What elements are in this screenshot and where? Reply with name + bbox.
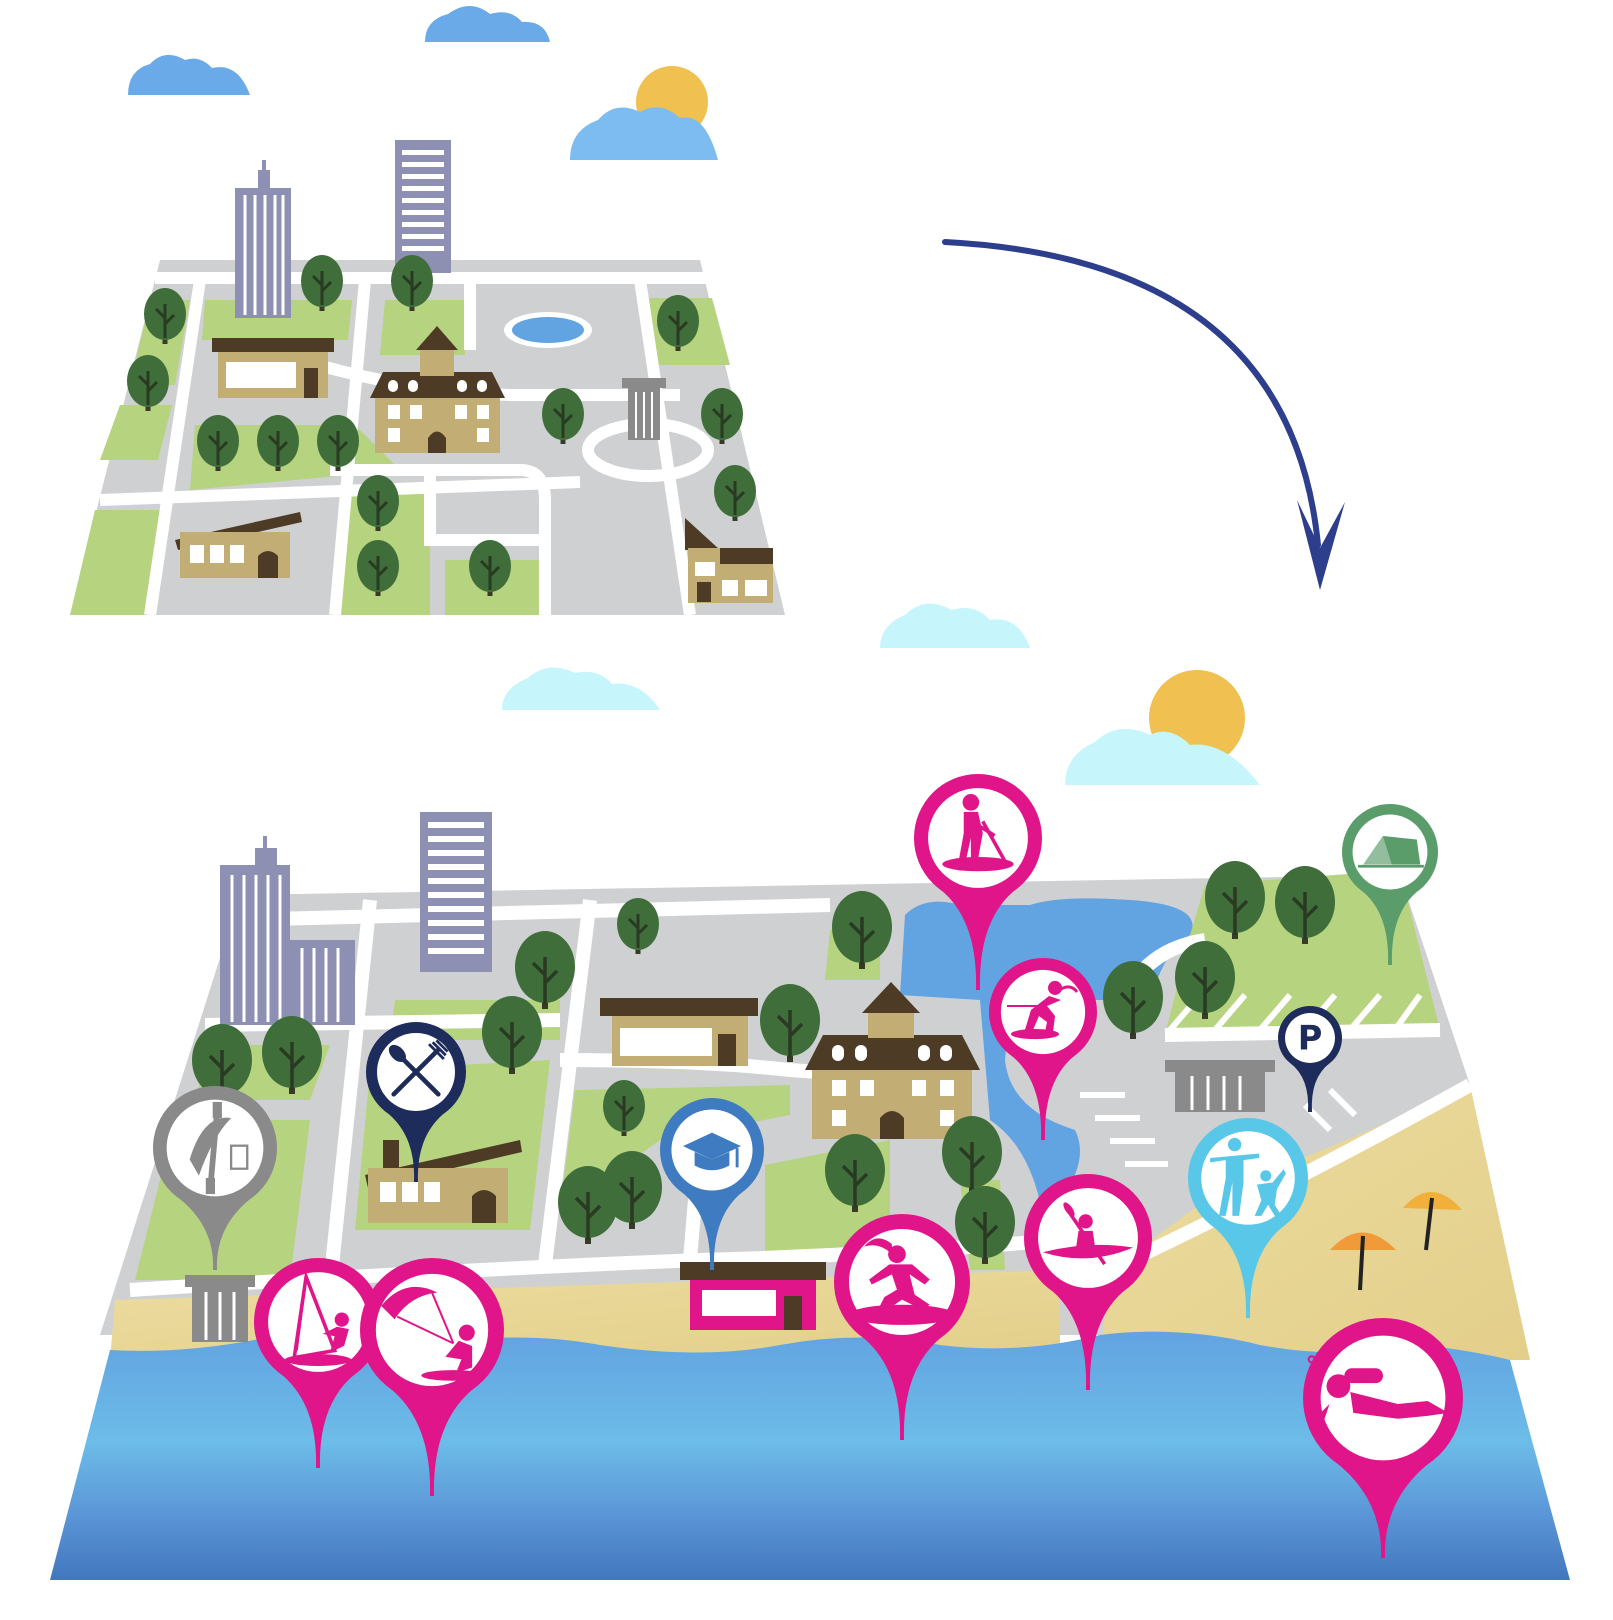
map-pin-diving[interactable]: [1303, 1318, 1463, 1558]
map-pin-kitesurf[interactable]: [360, 1258, 504, 1496]
wakeboard-icon: [1006, 980, 1079, 1040]
city-map-top: [70, 140, 785, 616]
monument: [185, 1275, 255, 1342]
cloud: [570, 107, 718, 160]
map-pin-windsurf[interactable]: [254, 1258, 382, 1468]
town-hall: [805, 982, 980, 1139]
clouds: [128, 6, 1260, 785]
kitesurf-icon: [381, 1286, 486, 1381]
shop-building: [212, 338, 334, 398]
map-pin-school[interactable]: [660, 1098, 764, 1270]
map-pin-parking[interactable]: P: [1278, 1006, 1342, 1112]
map-pin-kayak[interactable]: [1024, 1174, 1152, 1390]
tent-icon: [1357, 835, 1424, 868]
graduation-cap-icon: [683, 1132, 741, 1171]
beach-umbrella: [1330, 1232, 1396, 1291]
kayak-icon: [1042, 1202, 1134, 1266]
grass-block: [100, 405, 172, 460]
diving-icon: [1307, 1355, 1449, 1422]
skyscraper: [220, 836, 355, 1025]
curved-arrow-down-icon: [942, 239, 1345, 590]
lake: [900, 898, 1193, 1340]
map-pins: P: [153, 774, 1463, 1558]
parking-label: P: [1298, 1019, 1323, 1058]
shop-building: [600, 998, 758, 1066]
map-pin-wakeboard[interactable]: [989, 958, 1097, 1140]
map-pin-aquagym[interactable]: [1188, 1118, 1308, 1318]
skyscraper: [420, 812, 492, 972]
map-pin-camping[interactable]: [1342, 804, 1438, 965]
windsurf-icon: [284, 1269, 352, 1366]
grass-block: [70, 510, 160, 615]
skyscraper: [235, 160, 291, 318]
parking-lot-lines: [1080, 993, 1423, 1167]
skyscraper: [395, 140, 451, 273]
aqua-fitness-icon: [1210, 1137, 1286, 1216]
cloud: [1065, 728, 1260, 785]
beach: [1100, 1085, 1530, 1360]
kayak-paddle-icon: [189, 1101, 249, 1195]
cloud: [425, 6, 550, 42]
town-hall: [370, 326, 505, 453]
pool-water: [512, 317, 584, 343]
school-building: [680, 1262, 826, 1330]
house: [685, 518, 773, 603]
surf-icon: [848, 1238, 956, 1325]
beach-umbrella: [1403, 1191, 1462, 1251]
cloud: [128, 54, 250, 95]
coastal-map-bottom: [50, 812, 1570, 1580]
monument: [622, 378, 666, 440]
pavilion: [1165, 1060, 1275, 1112]
map-pin-restaurant[interactable]: [366, 1022, 466, 1182]
map-pin-kayak-rental[interactable]: [153, 1086, 277, 1270]
cloud: [880, 603, 1030, 648]
map-pin-surf[interactable]: [834, 1214, 970, 1440]
map-pin-paddleboard[interactable]: [914, 774, 1042, 990]
house: [175, 512, 302, 578]
paddleboard-icon: [942, 794, 1014, 872]
cloud: [502, 667, 660, 710]
house: [365, 1140, 522, 1223]
fork-knife-icon: [388, 1039, 449, 1097]
